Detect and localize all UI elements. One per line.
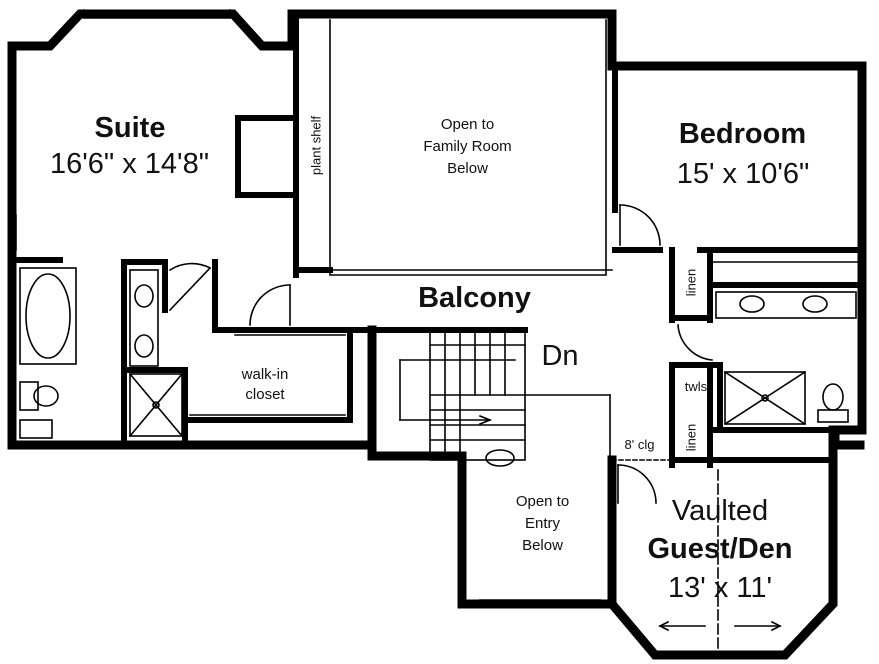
open-family-line1: Open to bbox=[440, 116, 495, 133]
open-entry-line2: Entry bbox=[524, 515, 560, 532]
open-family-line2: Family Room bbox=[423, 138, 512, 155]
open-family-line3: Below bbox=[447, 160, 488, 177]
towels-label: twls bbox=[684, 379, 708, 394]
bedroom-name: Bedroom bbox=[678, 118, 807, 150]
ceiling-height-label: 8' clg bbox=[624, 437, 655, 452]
balcony-label: Balcony bbox=[418, 282, 531, 314]
closet-line2: closet bbox=[245, 386, 285, 403]
plant-shelf-label: plant shelf bbox=[308, 115, 324, 176]
guest-den-size: 13' x 11' bbox=[667, 572, 773, 604]
linen-bottom-label: linen bbox=[683, 423, 699, 452]
linen-top-label: linen bbox=[683, 268, 699, 297]
closet-line1: walk-in bbox=[241, 366, 289, 383]
suite-name: Suite bbox=[94, 112, 166, 144]
suite-size: 16'6" x 14'8" bbox=[49, 148, 210, 180]
fixtures bbox=[15, 8, 861, 651]
stairs-down-label: Dn bbox=[541, 340, 579, 372]
open-entry-line1: Open to bbox=[515, 493, 570, 510]
interior-walls bbox=[9, 17, 865, 468]
open-entry-line3: Below bbox=[522, 537, 563, 554]
guest-den-line1: Vaulted bbox=[671, 495, 769, 527]
bedroom-size: 15' x 10'6" bbox=[676, 158, 810, 190]
guest-den-line2: Guest/Den bbox=[647, 533, 793, 565]
